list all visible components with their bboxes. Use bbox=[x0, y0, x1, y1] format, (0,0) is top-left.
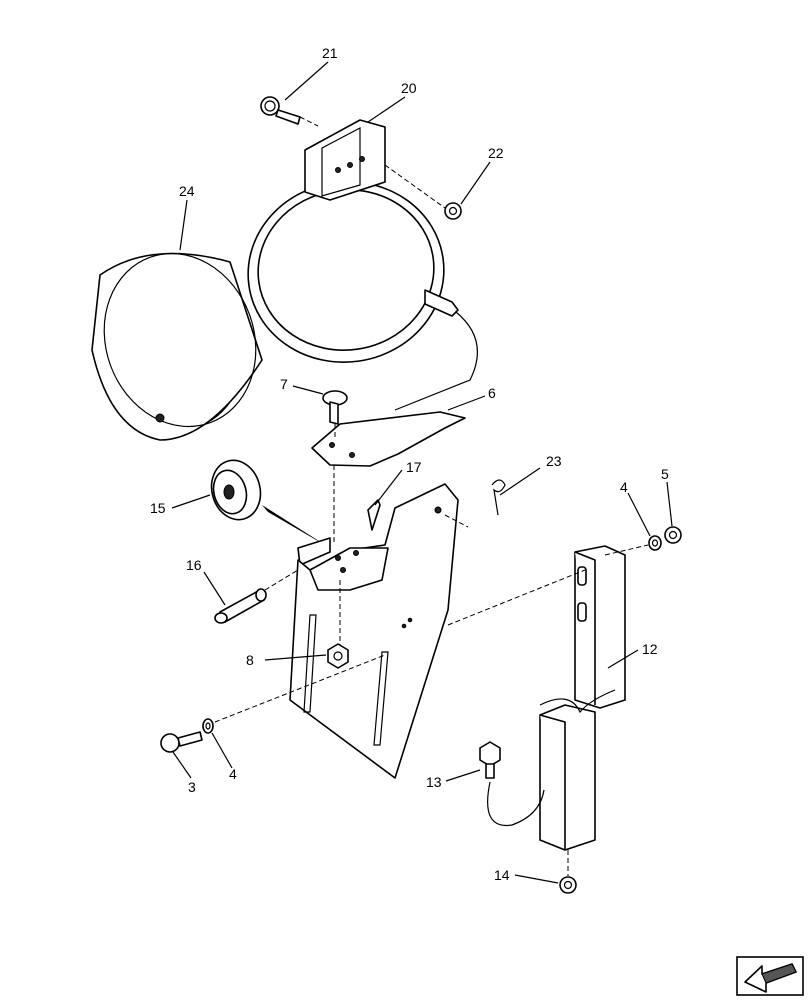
arrow-icon bbox=[744, 963, 797, 993]
callout-5: 5 bbox=[661, 466, 669, 482]
lube-pointer bbox=[262, 505, 330, 548]
nut-5 bbox=[664, 526, 682, 544]
nut-14 bbox=[559, 876, 577, 894]
callout-23: 23 bbox=[546, 453, 562, 469]
assembly-lines bbox=[214, 116, 649, 876]
callout-4-left: 4 bbox=[229, 766, 237, 782]
callout-7: 7 bbox=[280, 376, 288, 392]
callout-21: 21 bbox=[322, 45, 338, 61]
callout-8: 8 bbox=[246, 652, 254, 668]
screw-7 bbox=[322, 390, 348, 425]
roller-15 bbox=[210, 459, 262, 521]
upright-12 bbox=[539, 545, 626, 851]
washer-4-left bbox=[202, 718, 214, 734]
r-clip-23 bbox=[491, 479, 506, 516]
callout-13: 13 bbox=[426, 774, 442, 790]
callout-3: 3 bbox=[188, 779, 196, 795]
callout-16: 16 bbox=[186, 557, 202, 573]
band-24 bbox=[91, 252, 263, 441]
callout-4-right: 4 bbox=[620, 479, 628, 495]
callout-17: 17 bbox=[406, 459, 422, 475]
callout-22: 22 bbox=[488, 145, 504, 161]
pin-16 bbox=[214, 588, 267, 624]
cotter-pin-17 bbox=[367, 499, 381, 531]
callout-14: 14 bbox=[494, 867, 510, 883]
callout-12: 12 bbox=[642, 641, 658, 657]
callout-24: 24 bbox=[179, 183, 195, 199]
leader-lines bbox=[171, 61, 673, 884]
bracket-arm-6 bbox=[311, 411, 466, 467]
bolt-3 bbox=[160, 731, 203, 753]
callouts: 21 20 22 24 7 6 17 23 15 4 5 16 12 8 3 4… bbox=[150, 45, 669, 883]
nav-arrow-button[interactable] bbox=[736, 956, 804, 996]
bolt-13 bbox=[479, 741, 501, 779]
callout-6: 6 bbox=[488, 385, 496, 401]
callout-15: 15 bbox=[150, 500, 166, 516]
clamp-ring-20 bbox=[247, 119, 459, 363]
nut-22 bbox=[444, 202, 462, 220]
callout-20: 20 bbox=[401, 80, 417, 96]
main-bracket bbox=[289, 483, 459, 779]
nut-8 bbox=[327, 643, 349, 669]
washer-4-right bbox=[648, 535, 662, 551]
bolt-21 bbox=[260, 96, 301, 125]
